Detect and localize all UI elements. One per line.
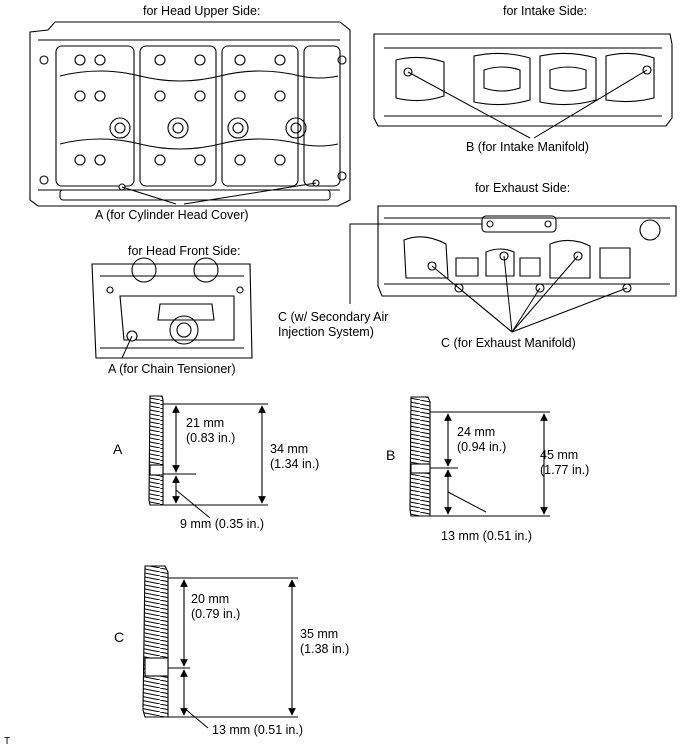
stud-a-total-in: (1.34 in.) (270, 457, 320, 471)
head-cover-callout: A (for Cylinder Head Cover) (95, 208, 249, 222)
stud-b-drawing (409, 396, 550, 517)
stud-a-letter: A (113, 441, 123, 457)
head-front-title: for Head Front Side: (128, 244, 241, 258)
stud-a-upper-mm: 21 mm (186, 416, 225, 430)
stud-c-letter: C (114, 629, 125, 645)
stud-a-total-mm: 34 mm (270, 442, 309, 456)
intake-side-view (373, 33, 673, 139)
stud-b-lower: 13 mm (0.51 in.) (441, 529, 533, 543)
stud-a-drawing (148, 395, 268, 519)
stud-c-total-in: (1.38 in.) (300, 642, 350, 656)
stud-b-total-in: (1.77 in.) (540, 463, 590, 477)
intake-callout: B (for Intake Manifold) (466, 140, 589, 154)
exhaust-side-view (349, 205, 677, 333)
stud-c-total-mm: 35 mm (300, 627, 339, 641)
stud-c-upper-in: (0.79 in.) (191, 607, 241, 621)
stud-a-lower: 9 mm (0.35 in.) (180, 517, 265, 531)
exhaust-callout: C (for Exhaust Manifold) (441, 336, 576, 350)
stud-b-letter: B (386, 447, 396, 463)
head-upper-title: for Head Upper Side: (143, 4, 261, 18)
head-upper-side-view (29, 21, 351, 207)
stud-b-upper-in: (0.94 in.) (457, 440, 507, 454)
head-front-side-view (91, 257, 253, 359)
stud-c-drawing (142, 565, 298, 729)
secondary-air-callout-line1: C (w/ Secondary Air (278, 310, 389, 324)
stud-b-upper-mm: 24 mm (457, 425, 496, 439)
stud-c-upper-mm: 20 mm (191, 592, 230, 606)
figure-code: T (4, 736, 11, 747)
stud-c-lower: 13 mm (0.51 in.) (212, 723, 304, 737)
stud-a-upper-in: (0.83 in.) (186, 431, 236, 445)
secondary-air-callout-line2: Injection System) (278, 325, 374, 339)
exhaust-title: for Exhaust Side: (475, 181, 571, 195)
intake-title: for Intake Side: (503, 4, 588, 18)
stud-b-total-mm: 45 mm (540, 448, 579, 462)
chain-tensioner-callout: A (for Chain Tensioner) (108, 362, 236, 376)
